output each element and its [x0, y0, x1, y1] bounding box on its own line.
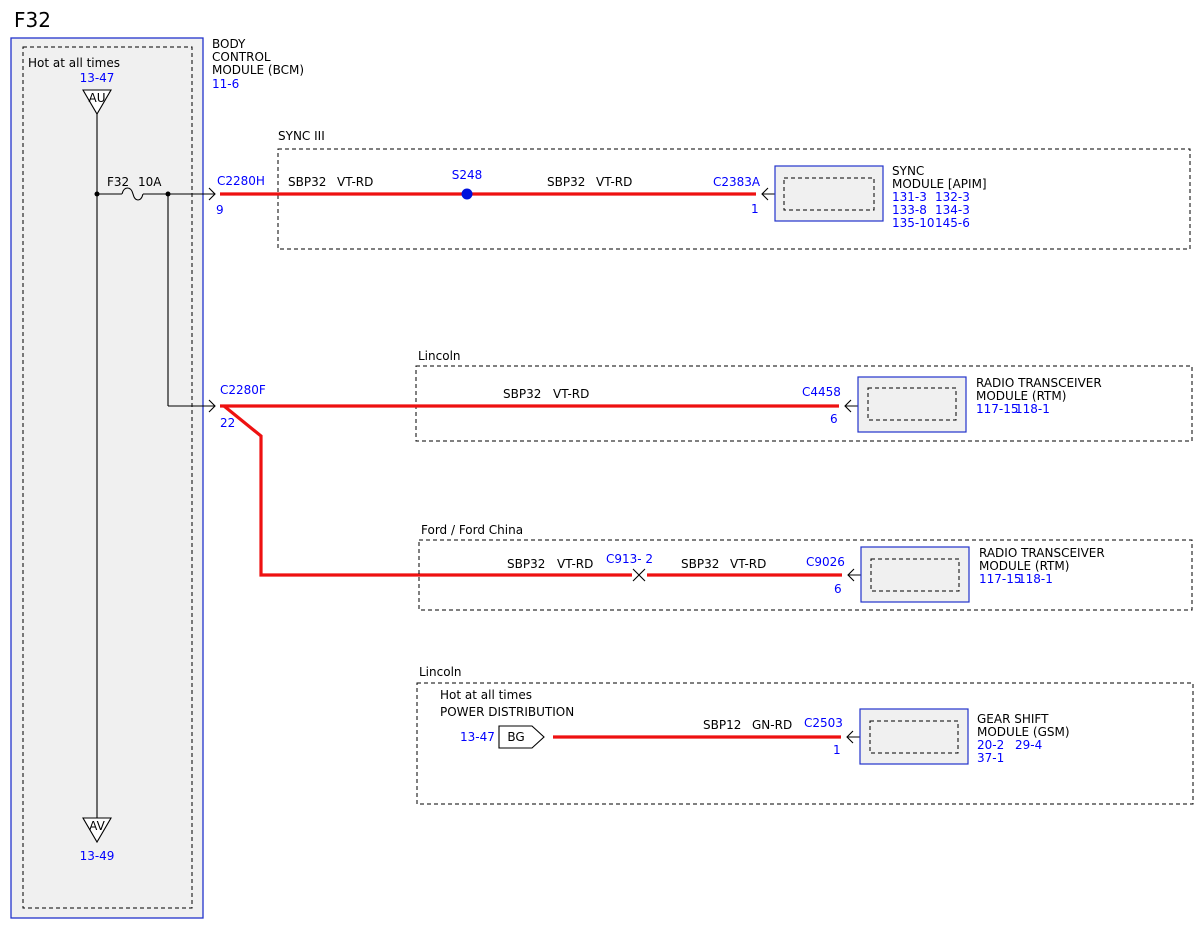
rtm-ford-wire1-color: VT-RD	[557, 557, 593, 571]
gsm-wire-circuit: SBP12	[703, 718, 741, 732]
c2383a-pin[interactable]: 1	[751, 202, 759, 216]
rtm-lincoln-wire-color: VT-RD	[553, 387, 589, 401]
bus-junction-dot	[94, 191, 100, 197]
sync-wire2-circuit: SBP32	[547, 175, 585, 189]
c2280h-connector[interactable]: C2280H	[217, 174, 265, 188]
av-connector-label: AV	[89, 819, 105, 833]
page-title: F32	[14, 8, 51, 32]
bcm-name-line1: BODY	[212, 37, 246, 51]
bcm-ref[interactable]: 11-6	[212, 77, 239, 91]
sync-module-name2: MODULE [APIM]	[892, 177, 987, 191]
c2503-connector[interactable]: C2503	[804, 716, 843, 730]
c4458-pin[interactable]: 6	[830, 412, 838, 426]
rtm-lincoln-name1: RADIO TRANSCEIVER	[976, 376, 1102, 390]
rtm-ford-wire1-circuit: SBP32	[507, 557, 545, 571]
sync-group-box	[277, 148, 1191, 250]
sync-ref-4[interactable]: 134-3	[935, 203, 970, 217]
gsm-ref-1[interactable]: 20-2	[977, 738, 1004, 752]
rtm-lincoln-name2: MODULE (RTM)	[976, 389, 1066, 403]
au-connector-icon	[82, 89, 112, 116]
c2280f-connector[interactable]: C2280F	[220, 383, 266, 397]
gsm-source-label: POWER DISTRIBUTION	[440, 705, 574, 719]
gsm-module-box[interactable]	[859, 708, 969, 765]
gsm-source-ref[interactable]: 13-47	[460, 730, 495, 744]
bg-connector-label: BG	[507, 730, 524, 744]
sync-group-label: SYNC III	[278, 129, 325, 143]
splice-s248-dot[interactable]	[461, 188, 473, 200]
c913-connector[interactable]: C913- 2	[606, 552, 653, 566]
c913-female-chevron-icon	[638, 568, 646, 582]
bcm-outline	[10, 37, 204, 919]
rtm-lincoln-module-inner	[867, 387, 957, 421]
fuse-id: F32	[107, 175, 129, 189]
bcm-module[interactable]	[10, 37, 204, 919]
rtm-ford-group-box	[418, 539, 1193, 611]
c4458-connector[interactable]: C4458	[802, 385, 841, 399]
bcm-feed-label: Hot at all times	[28, 56, 120, 70]
bg-connector-icon	[498, 725, 545, 749]
rtm-ford-wire2-color: VT-RD	[730, 557, 766, 571]
sync-wire1-color: VT-RD	[337, 175, 373, 189]
rtm-ford-wire2-circuit: SBP32	[681, 557, 719, 571]
c913-male-chevron-icon	[632, 568, 640, 582]
gsm-wire-color: GN-RD	[752, 718, 792, 732]
av-connector-icon	[82, 817, 112, 844]
fuse-rating: 10A	[138, 175, 162, 189]
rtm-ford-name1: RADIO TRANSCEIVER	[979, 546, 1105, 560]
bcm-name-line3: MODULE (BCM)	[212, 63, 304, 77]
rtm-ford-module-box[interactable]	[860, 546, 970, 603]
c2383a-connector[interactable]: C2383A	[713, 175, 761, 189]
bcm-name-line2: CONTROL	[212, 50, 271, 64]
rtm-lincoln-wire-circuit: SBP32	[503, 387, 541, 401]
sync-module-inner	[783, 177, 875, 211]
c2280h-chevron-icon	[208, 187, 216, 201]
c2280h-pin[interactable]: 9	[216, 203, 224, 217]
rtm-ford-ref-2[interactable]: 118-1	[1018, 572, 1053, 586]
sync-ref-1[interactable]: 131-3	[892, 190, 927, 204]
sync-module-name1: SYNC	[892, 164, 924, 178]
sync-ref-6[interactable]: 145-6	[935, 216, 970, 230]
gsm-ref-3[interactable]: 37-1	[977, 751, 1004, 765]
au-connector-label: AU	[89, 91, 106, 105]
gsm-name1: GEAR SHIFT	[977, 712, 1049, 726]
rtm-ford-group-label: Ford / Ford China	[421, 523, 523, 537]
bcm-feed-ref[interactable]: 13-47	[80, 71, 115, 85]
bcm-bottom-ref[interactable]: 13-49	[80, 849, 115, 863]
rtm-ford-name2: MODULE (RTM)	[979, 559, 1069, 573]
bcm-inner-dashed	[22, 46, 193, 909]
gsm-group-label: Lincoln	[419, 665, 462, 679]
rtm-ford-ref-1[interactable]: 117-15	[979, 572, 1022, 586]
gsm-module-inner	[869, 720, 959, 754]
gsm-ref-2[interactable]: 29-4	[1015, 738, 1042, 752]
c2503-pin[interactable]: 1	[833, 743, 841, 757]
rtm-lincoln-ref-1[interactable]: 117-15	[976, 402, 1019, 416]
sync-ref-5[interactable]: 135-10	[892, 216, 935, 230]
rtm-lincoln-group-label: Lincoln	[418, 349, 461, 363]
rtm-ford-module-inner	[870, 558, 960, 592]
sync-wire2-color: VT-RD	[596, 175, 632, 189]
c2280f-chevron-icon	[208, 399, 216, 413]
sync-ref-3[interactable]: 133-8	[892, 203, 927, 217]
sync-wire1-circuit: SBP32	[288, 175, 326, 189]
gsm-group-box	[416, 682, 1194, 805]
rtm-lincoln-group-box	[415, 365, 1193, 442]
c9026-pin[interactable]: 6	[834, 582, 842, 596]
rtm-lincoln-ref-2[interactable]: 118-1	[1015, 402, 1050, 416]
gsm-feed-label: Hot at all times	[440, 688, 532, 702]
splice-s248-label[interactable]: S248	[452, 168, 483, 182]
gsm-name2: MODULE (GSM)	[977, 725, 1070, 739]
c9026-connector[interactable]: C9026	[806, 555, 845, 569]
fuse-icon	[121, 187, 144, 201]
rtm-ford-wire1	[222, 404, 632, 577]
c2280f-pin[interactable]: 22	[220, 416, 235, 430]
sync-ref-2[interactable]: 132-3	[935, 190, 970, 204]
rtm-lincoln-module-box[interactable]	[857, 376, 967, 433]
sync-module-box[interactable]	[774, 165, 884, 222]
